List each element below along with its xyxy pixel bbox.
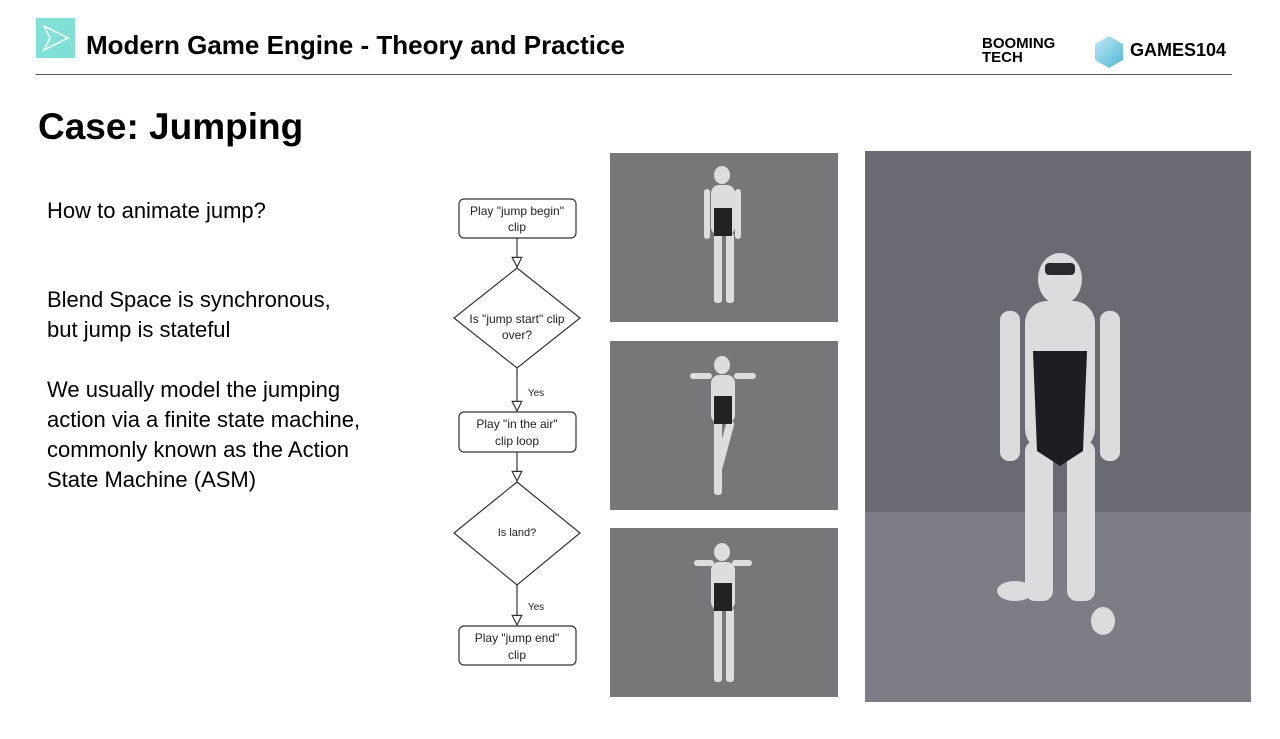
box2-line: Play "in the air" bbox=[476, 417, 557, 431]
box1-line: clip bbox=[508, 220, 526, 234]
box2-line: clip loop bbox=[495, 434, 539, 448]
jump-end-image bbox=[610, 528, 838, 697]
jump-begin-image bbox=[610, 153, 838, 322]
flow-diamond-1 bbox=[453, 267, 581, 369]
flow-box-1 bbox=[458, 198, 577, 239]
yes-label: Yes bbox=[528, 602, 544, 613]
text-line: We usually model the jumping bbox=[47, 377, 341, 402]
diamond2-line: Is land? bbox=[498, 527, 537, 539]
paragraph-3: We usually model the jumping action via … bbox=[47, 375, 360, 495]
yes-label: Yes bbox=[528, 388, 544, 399]
text-line: How to animate jump? bbox=[47, 198, 266, 223]
paragraph-1: How to animate jump? bbox=[47, 196, 266, 226]
slide-title: Case: Jumping bbox=[38, 106, 304, 147]
text-line: commonly known as the Action bbox=[47, 437, 350, 462]
text-line: but jump is stateful bbox=[47, 317, 231, 342]
diamond1-line: Is "jump start" clip bbox=[469, 312, 565, 326]
floor bbox=[865, 512, 1251, 702]
character-preview-image bbox=[865, 151, 1251, 702]
header-title: Modern Game Engine - Theory and Practice bbox=[86, 30, 625, 60]
in-the-air-image bbox=[610, 341, 838, 510]
box1-line: Play "jump begin" bbox=[470, 204, 564, 218]
header-divider bbox=[36, 74, 1232, 75]
text-line: action via a finite state machine, bbox=[47, 407, 361, 432]
flow-diamond-2 bbox=[453, 481, 581, 586]
course-logo bbox=[36, 18, 75, 58]
text-line: State Machine (ASM) bbox=[47, 467, 257, 492]
box3-line: clip bbox=[508, 648, 526, 662]
flow-box-2 bbox=[458, 411, 577, 453]
diamond1-line: over? bbox=[502, 328, 532, 342]
paragraph-2: Blend Space is synchronous, but jump is … bbox=[47, 285, 331, 345]
games104-logo: GAMES104 bbox=[1130, 40, 1227, 60]
box3-line: Play "jump end" bbox=[475, 631, 560, 645]
flow-box-3 bbox=[458, 625, 577, 666]
text-line: Blend Space is synchronous, bbox=[47, 287, 331, 312]
